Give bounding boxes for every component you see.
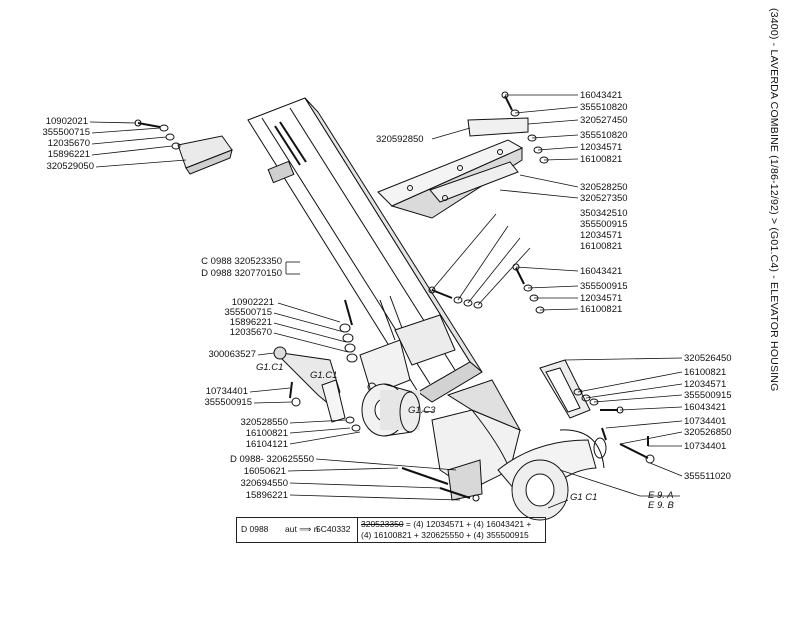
top-flange-plates [377,117,529,219]
part-label: 355500715 [42,127,90,138]
part-label: 16100821 [580,304,623,315]
note-line-1-rest: = (4) 12034571 + (4) 16043421 + [405,519,532,529]
note-aut: aut ⟹ n [285,524,319,534]
part-label: 320526850 [684,427,732,438]
part-label: 12035670 [229,327,272,338]
part-label: 320529050 [46,161,94,172]
reference-label: G1.C3 [408,405,436,416]
part-label: 12035670 [47,138,90,149]
reference-label: G1.C1 [310,370,338,381]
note-code: D 0988 [241,524,269,534]
part-label: C 0988 320523350 [201,256,282,267]
revision-note: D 0988 aut ⟹ n 5C40332 320523350 = (4) 1… [236,517,546,543]
part-label: 12034571 [580,293,623,304]
part-label: 320592850 [376,134,424,145]
note-old-part: 320523350 [361,519,404,529]
part-label: 300063527 [208,349,256,360]
part-label: 16043421 [580,90,623,101]
note-divider [357,518,358,542]
leader-lines [89,94,683,509]
part-label: 350342510 [580,208,628,219]
part-label: 15896221 [229,317,272,328]
part-label: 16100821 [684,367,727,378]
part-label: 320526450 [684,353,732,364]
part-label: 320527350 [580,193,628,204]
fastener-stack-left [273,299,377,432]
part-label: 355511020 [684,471,731,482]
side-plate-right [539,359,624,419]
part-label: 355500915 [204,397,252,408]
pin-and-washer [601,427,655,464]
part-label: 320694550 [240,478,288,489]
bearing-flange [361,383,421,437]
part-label: 10734401 [205,386,248,397]
part-label: 12034571 [580,142,623,153]
part-label: 16043421 [580,266,623,277]
cover-plate [177,135,233,175]
part-label: 12034571 [684,379,727,390]
part-label: 16100821 [580,241,623,252]
part-label: 320528250 [580,182,628,193]
part-label: 355500715 [224,307,272,318]
part-label: 10734401 [684,441,727,452]
diagram-title: (3400) - LAVERDA COMBINE (1/86-12/92) > … [768,8,780,392]
note-serial: 5C40332 [316,524,351,534]
part-label: 320527450 [580,115,628,126]
reference-label: G1 C1 [570,492,598,503]
part-label: 355500915 [580,281,628,292]
note-line-2: (4) 16100821 + 320625550 + (4) 355500915 [361,530,529,540]
discharge-elbow [497,429,607,521]
fastener-set-middle [428,263,545,314]
part-label: D 0988- 320625550 [230,454,314,465]
part-label: 10734401 [684,416,727,427]
part-label: 16100821 [245,428,288,439]
part-label: 15896221 [245,490,288,501]
fastener-stack-top [134,119,181,150]
part-label: 16100821 [580,154,623,165]
note-line-1: 320523350 = (4) 12034571 + (4) 16043421 … [361,519,531,529]
part-label: D 0988 320770150 [201,268,282,279]
part-label: 16050621 [243,466,286,477]
part-label: 10902021 [45,116,88,127]
part-label: 15896221 [47,149,90,160]
reference-label: E 9. A [648,490,674,501]
part-label: 10902221 [231,297,274,308]
part-label: 320528550 [240,417,288,428]
part-label: 12034571 [580,230,623,241]
reference-label: G1.C1 [256,362,284,373]
reference-label: E 9. B [648,500,674,511]
elevator-housing-body [247,97,483,403]
part-label: 355510820 [580,102,628,113]
part-label: 16104121 [245,439,288,450]
part-label: 355510820 [580,130,628,141]
part-label: 355500915 [580,219,628,230]
part-label: 16043421 [684,402,727,413]
part-label: 355500915 [684,390,732,401]
